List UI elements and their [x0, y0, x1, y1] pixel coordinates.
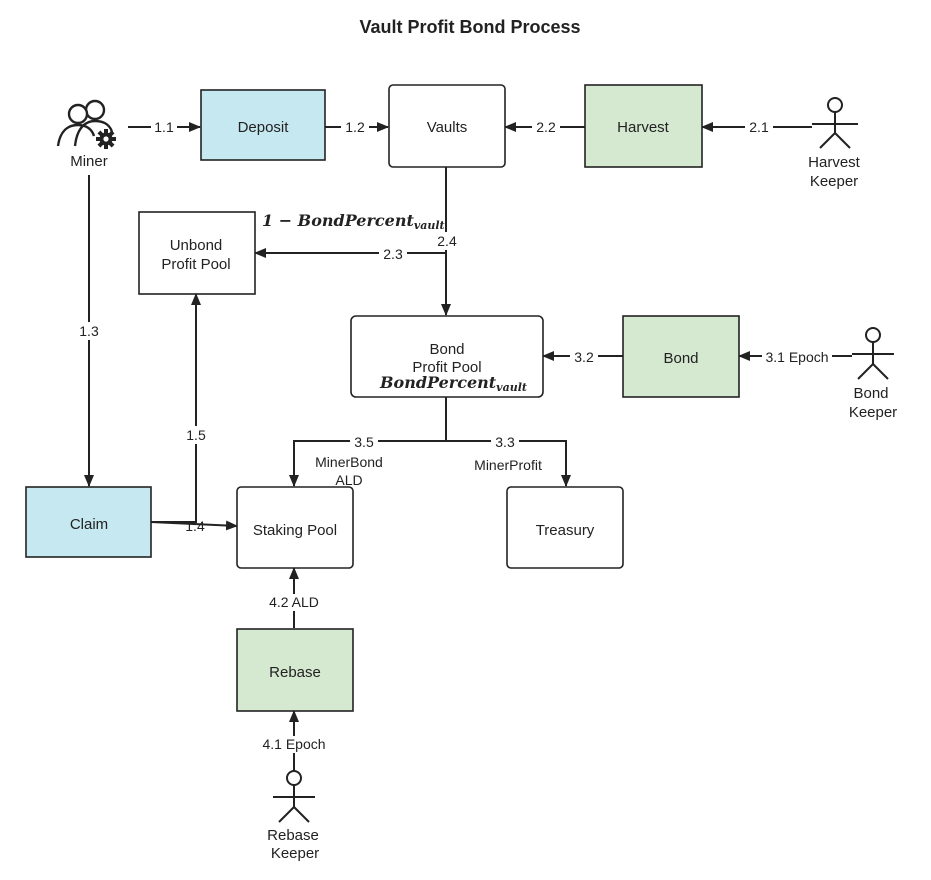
edge-label-3-1: 3.1 Epoch — [765, 349, 828, 365]
bond-pool-label-line2: Profit Pool — [412, 359, 481, 376]
harvest-node: Harvest — [584, 84, 703, 168]
staking-pool-node: Staking Pool — [236, 486, 354, 569]
edge-label-3-2: 3.2 — [574, 349, 594, 365]
harvest-keeper-stick-figure-icon — [812, 97, 858, 149]
bond-percent-formula: BondPercentvault — [379, 373, 527, 394]
bond-pool-label-line1: Bond — [429, 341, 464, 358]
harvest-label: Harvest — [617, 119, 670, 136]
unbond-label-line2: Profit Pool — [161, 256, 230, 273]
edge-label-3-3-minerprofit: MinerProfit — [474, 457, 542, 473]
edge-label-2-2: 2.2 — [536, 119, 556, 135]
bond-profit-pool-node: Bond Profit Pool BondPercentvault — [350, 315, 544, 398]
deposit-node: Deposit — [200, 89, 326, 161]
edge-bondpool-staking — [289, 440, 446, 487]
rebase-node: Rebase — [236, 628, 354, 712]
harvest-keeper-label-line2: Keeper — [810, 173, 858, 190]
vaults-label: Vaults — [427, 119, 468, 136]
edge-label-1-4: 1.4 — [185, 518, 205, 534]
bond-keeper-stick-figure-icon — [852, 327, 894, 380]
edge-label-3-3: 3.3 — [495, 434, 515, 450]
edge-label-2-1: 2.1 — [749, 119, 769, 135]
rebase-keeper-label-line2: Keeper — [271, 845, 319, 862]
harvest-keeper-label-line1: Harvest — [808, 154, 861, 171]
unbond-label-line1: Unbond — [170, 237, 223, 254]
treasury-label: Treasury — [536, 522, 595, 539]
claim-node: Claim — [25, 486, 152, 558]
bond-keeper-label-line1: Bond — [853, 385, 888, 402]
claim-label: Claim — [70, 516, 108, 533]
edge-claim-unbond — [151, 293, 201, 523]
rebase-label: Rebase — [269, 664, 321, 681]
unbond-percent-formula: 1 − BondPercentvault — [262, 211, 445, 232]
edge-label-4-1: 4.1 Epoch — [262, 736, 325, 752]
edge-label-1-1: 1.1 — [154, 119, 174, 135]
edge-label-3-5: 3.5 — [354, 434, 374, 450]
miner-label: Miner — [70, 153, 108, 170]
deposit-label: Deposit — [238, 119, 290, 136]
bond-node: Bond — [622, 315, 740, 398]
edge-label-1-2: 1.2 — [345, 119, 365, 135]
bond-keeper-label-line2: Keeper — [849, 404, 897, 421]
edge-label-3-5-ald: ALD — [335, 472, 362, 488]
edge-label-4-2: 4.2 ALD — [269, 594, 319, 610]
bond-label: Bond — [663, 350, 698, 367]
edge-bondpool-treasury — [446, 440, 571, 487]
rebase-keeper-stick-figure-icon — [273, 770, 315, 823]
treasury-node: Treasury — [506, 486, 624, 569]
staking-pool-label: Staking Pool — [253, 522, 337, 539]
rebase-keeper-label-line1: Rebase — [267, 827, 319, 844]
edge-label-1-3: 1.3 — [79, 323, 99, 339]
unbond-profit-pool-node: Unbond Profit Pool — [138, 211, 256, 295]
edge-label-1-5: 1.5 — [186, 427, 206, 443]
page-title: Vault Profit Bond Process — [359, 17, 580, 37]
edge-label-3-5-minerbond: MinerBond — [315, 454, 383, 470]
gear-icon — [96, 129, 116, 149]
vaults-node: Vaults — [388, 84, 506, 168]
edge-label-2-3: 2.3 — [383, 246, 403, 262]
edge-label-2-4: 2.4 — [437, 233, 457, 249]
user-group-gear-icon — [56, 99, 116, 149]
